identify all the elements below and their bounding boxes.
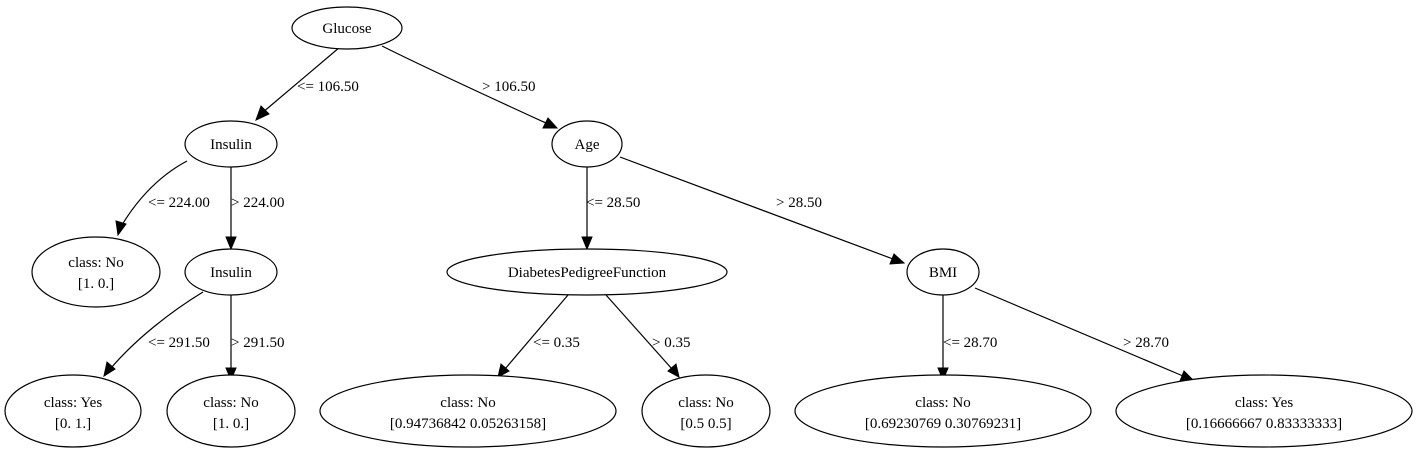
node-label: class: No <box>68 255 123 271</box>
node-value: [0.5 0.5] <box>680 416 731 432</box>
node-value: [1. 0.] <box>213 416 249 432</box>
node-shape <box>446 248 728 296</box>
node-insulin-2: Insulin <box>184 248 278 296</box>
node-label: class: Yes <box>1235 395 1294 411</box>
node-value: [0.94736842 0.05263158] <box>390 416 546 432</box>
node-shape <box>551 120 623 168</box>
edge-line <box>504 294 569 370</box>
edge-arrowhead <box>115 220 127 237</box>
node-shape <box>319 374 617 448</box>
node-label: class: No <box>440 395 495 411</box>
edge-label: > 28.70 <box>1123 335 1169 351</box>
node-label: DiabetesPedigreeFunction <box>508 265 667 281</box>
node-leaf-no-3: class: No [0.94736842 0.05263158] <box>319 374 617 448</box>
edge-arrowhead <box>937 367 949 382</box>
edge-line <box>605 294 673 370</box>
node-leaf-yes-1: class: Yes [0. 1.] <box>4 374 142 448</box>
edge-line <box>381 45 549 125</box>
node-shape <box>184 248 278 296</box>
node-label: Insulin <box>210 265 252 281</box>
edge-arrowhead <box>542 117 559 129</box>
node-shape <box>794 374 1092 448</box>
node-label: Insulin <box>210 137 252 153</box>
node-shape <box>184 120 278 168</box>
edge-arrowhead <box>889 253 906 265</box>
node-label: class: Yes <box>44 395 103 411</box>
edge-age-to-dpf: <= 28.50 <box>581 167 640 251</box>
edge-arrowhead <box>225 236 237 251</box>
edge-bmi-to-leaf-no: <= 28.70 <box>937 295 997 382</box>
edge-line <box>974 287 1184 377</box>
edge-label: <= 224.00 <box>148 195 210 211</box>
node-value: [0.16666667 0.83333333] <box>1186 416 1342 432</box>
edge-age-to-bmi: > 28.50 <box>619 156 906 265</box>
edge-label: > 0.35 <box>652 335 690 351</box>
node-bmi: BMI <box>906 248 980 296</box>
node-shape <box>906 248 980 296</box>
edge-insulin2-to-leaf-yes: <= 291.50 <box>103 291 210 378</box>
edge-arrowhead <box>497 363 510 378</box>
node-shape <box>641 374 771 448</box>
edge-label: <= 291.50 <box>148 335 210 351</box>
node-shape <box>1115 374 1413 448</box>
edge-arrowhead <box>667 363 680 378</box>
node-leaf-no-2: class: No [1. 0.] <box>166 374 296 448</box>
edge-line <box>110 291 204 369</box>
edge-arrowhead <box>581 236 593 251</box>
edge-line <box>261 46 341 114</box>
node-label: class: No <box>203 395 258 411</box>
node-label: Age <box>575 137 600 153</box>
node-insulin: Insulin <box>184 120 278 168</box>
node-leaf-yes-2: class: Yes [0.16666667 0.83333333] <box>1115 374 1413 448</box>
node-label: BMI <box>929 265 957 281</box>
edge-line <box>121 160 188 226</box>
node-value: [0.69230769 0.30769231] <box>865 416 1021 432</box>
edge-label: > 106.50 <box>482 79 535 95</box>
edge-label: <= 0.35 <box>533 335 580 351</box>
node-label: class: No <box>915 395 970 411</box>
node-shape <box>166 374 296 448</box>
node-leaf-no-4: class: No [0.5 0.5] <box>641 374 771 448</box>
edge-glucose-to-age: > 106.50 <box>381 45 559 129</box>
edge-arrowhead <box>225 367 237 382</box>
edge-dpf-to-leaf-no-2: > 0.35 <box>605 294 690 378</box>
node-value: [0. 1.] <box>55 416 91 432</box>
edge-label: <= 28.70 <box>943 335 997 351</box>
edge-arrowhead <box>255 105 270 121</box>
edge-label: > 224.00 <box>231 195 284 211</box>
edge-insulin2-to-leaf-no: > 291.50 <box>225 295 284 382</box>
edge-line <box>619 156 894 260</box>
node-leaf-no-5: class: No [0.69230769 0.30769231] <box>794 374 1092 448</box>
edge-label: > 28.50 <box>776 195 822 211</box>
edge-dpf-to-leaf-no: <= 0.35 <box>497 294 580 378</box>
edge-insulin-to-insulin: > 224.00 <box>225 167 284 251</box>
edge-label: <= 28.50 <box>586 195 640 211</box>
node-shape <box>4 374 142 448</box>
node-age: Age <box>551 120 623 168</box>
node-value: [1. 0.] <box>78 276 114 292</box>
edge-bmi-to-leaf-yes: > 28.70 <box>974 287 1196 382</box>
node-shape <box>31 236 161 308</box>
edge-label: > 291.50 <box>231 335 284 351</box>
node-leaf-no-1: class: No [1. 0.] <box>31 236 161 308</box>
edge-glucose-to-insulin: <= 106.50 <box>255 46 359 121</box>
node-shape <box>291 6 403 50</box>
node-glucose: Glucose <box>291 6 403 50</box>
node-label: Glucose <box>322 21 371 37</box>
node-diabetes-pedigree-function: DiabetesPedigreeFunction <box>446 248 728 296</box>
edge-label: <= 106.50 <box>297 79 359 95</box>
node-label: class: No <box>678 395 733 411</box>
edge-arrowhead <box>103 361 116 378</box>
edge-insulin-to-leaf-no: <= 224.00 <box>115 160 210 237</box>
